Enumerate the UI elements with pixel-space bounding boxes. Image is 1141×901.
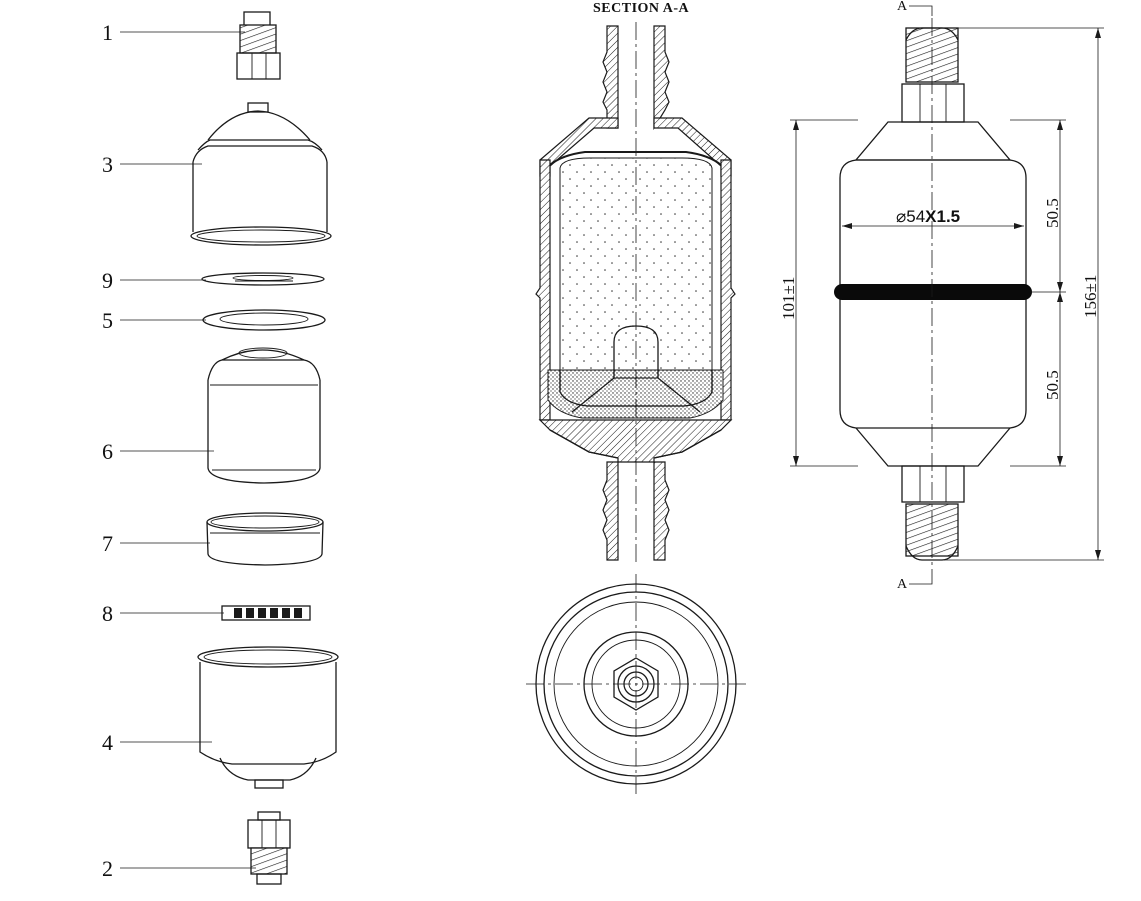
section-wall-left — [535, 159, 551, 421]
section-top-pipe-right — [653, 25, 670, 131]
callout-6: 6 — [102, 439, 113, 464]
part-6-filter-core — [207, 347, 321, 484]
section-top-pipe-left — [602, 25, 619, 129]
part-5-washer — [202, 309, 326, 331]
upper-half-length-dimension: 50.5 — [1043, 198, 1062, 228]
part-9-disc — [201, 272, 325, 286]
end-view-hex-nut — [613, 657, 659, 711]
end-view — [526, 574, 746, 794]
elevation-bottom-cone — [855, 427, 1011, 467]
body-length-dimension: 101±1 — [779, 277, 798, 320]
elevation-top-hex — [901, 83, 965, 123]
callout-9: 9 — [102, 268, 113, 293]
section-bottom-pipe-left — [602, 461, 619, 561]
part-2-bottom-fitting — [247, 811, 291, 885]
section-bottom-pipe-right — [653, 461, 670, 561]
fitting-1-thread — [239, 24, 277, 54]
exploded-view: 1 3 9 5 6 7 8 4 2 — [102, 11, 339, 885]
section-mark-bottom: A — [897, 577, 908, 592]
fitting-1-nose — [243, 11, 271, 27]
part-7-ring — [206, 512, 324, 566]
callout-8: 8 — [102, 601, 113, 626]
elevation-view: A A ⌀54X1.5 — [779, 0, 1104, 592]
callout-5: 5 — [102, 308, 113, 333]
section-view: SECTION A-A — [535, 1, 736, 565]
fitting-1-hex — [236, 52, 281, 80]
section-title: SECTION A-A — [593, 1, 690, 16]
part-8-strip — [221, 605, 311, 621]
part-1-top-fitting — [236, 11, 281, 80]
callout-1: 1 — [102, 20, 113, 45]
diameter-dimension: ⌀54X1.5 — [896, 207, 960, 226]
overall-length-dimension: 156±1 — [1081, 275, 1100, 318]
callout-4: 4 — [102, 730, 113, 755]
part-4-bottom-shell — [197, 646, 339, 789]
part-3-top-shell — [190, 102, 332, 246]
callout-3: 3 — [102, 152, 113, 177]
lower-half-length-dimension: 50.5 — [1043, 370, 1062, 400]
elevation-bottom-hex — [901, 465, 965, 503]
callout-2: 2 — [102, 856, 113, 881]
callout-7: 7 — [102, 531, 113, 556]
section-mark-top: A — [897, 0, 908, 14]
callout-leaders — [120, 31, 256, 869]
elevation-top-cone — [854, 121, 1012, 161]
